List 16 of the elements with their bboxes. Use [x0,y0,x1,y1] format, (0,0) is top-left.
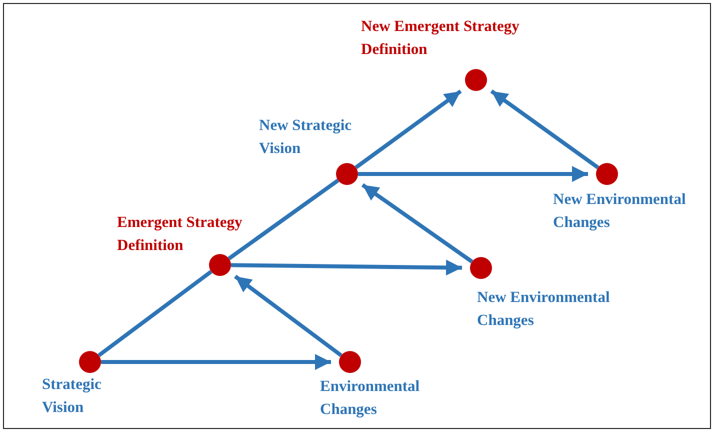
node-label: New Strategic Vision [259,116,353,159]
node-label: Strategic Vision [42,375,102,418]
node-label: Environmental Changes [320,377,421,420]
node-label: New Environmental Changes [553,190,687,233]
node-label: New Emergent Strategy Definition [361,17,520,60]
arrow [234,274,342,358]
connector-line [228,178,340,260]
arrow [230,260,462,276]
node-label: New Environmental Changes [477,288,611,331]
arrow [358,166,588,182]
node-label: Emergent Strategy Definition [117,213,244,256]
arrow [490,89,600,170]
arrow [354,90,462,170]
arrow [361,183,474,264]
connector-line [98,270,212,358]
arrow [101,354,331,370]
